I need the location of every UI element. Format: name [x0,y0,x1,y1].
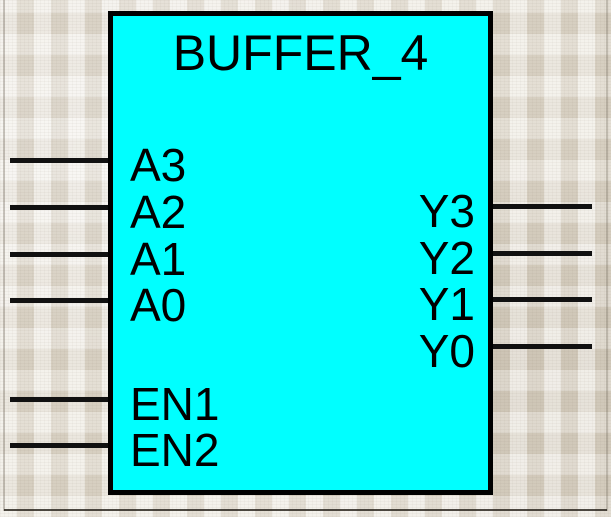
scan-frame-left-edge [3,0,5,511]
output-wire-y3[interactable] [491,204,592,209]
input-wire-en1[interactable] [10,397,111,402]
input-wire-a1[interactable] [10,252,111,257]
input-wire-en2[interactable] [10,443,111,448]
scan-frame-right-edge [606,0,608,511]
buffer-component-body[interactable]: BUFFER_4 A3 A2 A1 A0 EN1 EN2 Y3 Y2 Y1 Y0 [108,11,493,495]
output-wire-y1[interactable] [491,297,592,302]
input-pin-label-a1: A1 [130,233,187,285]
scan-frame-bottom-edge [4,509,607,511]
input-pin-label-en2: EN2 [130,424,220,476]
output-wire-y2[interactable] [491,251,592,256]
output-pin-label-y0: Y0 [418,325,475,377]
input-pin-label-en1: EN1 [130,378,220,430]
input-pin-label-a2: A2 [130,186,187,238]
input-pin-label-a3: A3 [130,139,187,191]
input-wire-a0[interactable] [10,298,111,303]
output-pin-label-y2: Y2 [418,232,475,284]
output-pin-label-y1: Y1 [418,278,475,330]
component-title: BUFFER_4 [172,25,429,81]
output-pin-label-y3: Y3 [418,185,475,237]
output-wire-y0[interactable] [491,344,592,349]
input-wire-a2[interactable] [10,205,111,210]
input-pin-label-a0: A0 [130,279,187,331]
input-wire-a3[interactable] [10,158,111,163]
